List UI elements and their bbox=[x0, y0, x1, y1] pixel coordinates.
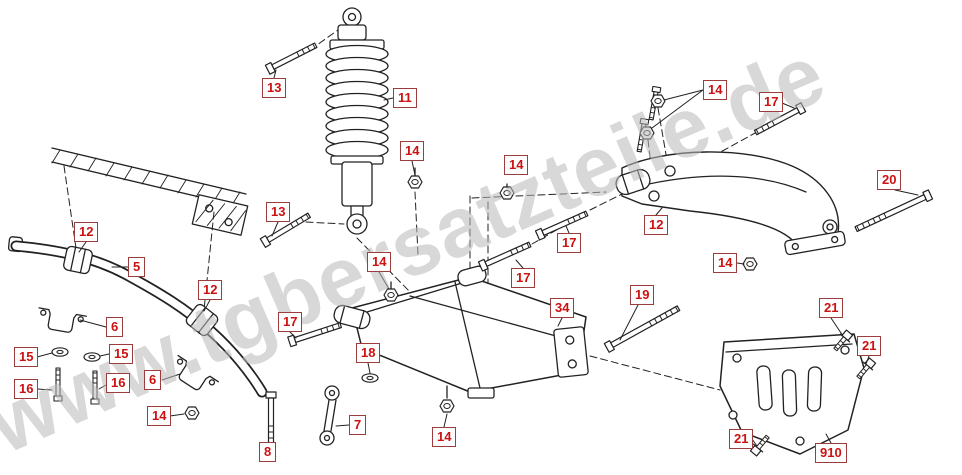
bolt-19 bbox=[603, 303, 682, 353]
part-label-1[interactable]: 11 bbox=[393, 88, 417, 108]
coil-spring bbox=[325, 44, 389, 160]
part-label-9[interactable]: 12 bbox=[644, 215, 669, 235]
part-label-33[interactable]: 910 bbox=[815, 443, 847, 463]
part-label-20[interactable]: 17 bbox=[278, 312, 303, 332]
part-label-10[interactable]: 17 bbox=[557, 233, 582, 253]
bolt-16 bbox=[53, 367, 63, 402]
part-label-5[interactable]: 14 bbox=[504, 155, 529, 175]
nut-14 bbox=[499, 186, 515, 200]
washer-15 bbox=[83, 352, 101, 362]
part-label-27[interactable]: 6 bbox=[144, 370, 162, 390]
upper-control-arm bbox=[615, 151, 846, 256]
shock-absorber bbox=[325, 7, 389, 235]
washer-15 bbox=[51, 347, 69, 357]
bolt-8 bbox=[265, 391, 277, 447]
nut-14 bbox=[742, 257, 758, 271]
link-rod bbox=[319, 385, 340, 446]
part-label-13[interactable]: 14 bbox=[367, 252, 392, 272]
part-label-11[interactable]: 14 bbox=[713, 253, 738, 273]
part-label-17[interactable]: 19 bbox=[630, 285, 655, 305]
bolt-16 bbox=[90, 370, 100, 405]
part-label-2[interactable]: 14 bbox=[703, 80, 728, 100]
clamp-bracket bbox=[176, 354, 219, 391]
part-label-15[interactable]: 12 bbox=[198, 280, 223, 300]
part-label-22[interactable]: 15 bbox=[109, 344, 134, 364]
bushing bbox=[185, 303, 219, 337]
part-label-16[interactable]: 34 bbox=[550, 298, 575, 318]
part-label-30[interactable]: 8 bbox=[259, 442, 277, 462]
part-label-12[interactable]: 5 bbox=[128, 257, 146, 277]
part-label-24[interactable]: 21 bbox=[857, 336, 882, 356]
bushing bbox=[63, 245, 93, 275]
part-label-21[interactable]: 15 bbox=[14, 347, 39, 367]
bolt-17-lower-mid bbox=[477, 239, 533, 272]
part-label-23[interactable]: 18 bbox=[356, 343, 381, 363]
part-label-14[interactable]: 17 bbox=[511, 268, 536, 288]
part-label-19[interactable]: 21 bbox=[819, 298, 844, 318]
part-label-6[interactable]: 20 bbox=[877, 170, 902, 190]
part-label-28[interactable]: 7 bbox=[349, 415, 367, 435]
part-label-3[interactable]: 17 bbox=[759, 92, 784, 112]
washer-18 bbox=[361, 373, 379, 383]
frame-section bbox=[51, 147, 249, 236]
nut-14 bbox=[639, 126, 655, 140]
clamp-bracket bbox=[38, 307, 87, 333]
part-label-26[interactable]: 16 bbox=[106, 373, 131, 393]
part-label-18[interactable]: 6 bbox=[106, 317, 124, 337]
part-label-0[interactable]: 13 bbox=[262, 78, 287, 98]
leader-lines bbox=[36, 69, 919, 447]
part-label-32[interactable]: 21 bbox=[729, 429, 754, 449]
part-label-29[interactable]: 14 bbox=[147, 406, 172, 426]
bolt-13-upper bbox=[264, 40, 319, 75]
nut-14 bbox=[184, 406, 200, 420]
part-label-7[interactable]: 13 bbox=[266, 202, 291, 222]
nut-14 bbox=[650, 94, 666, 108]
nut-14 bbox=[407, 175, 423, 189]
skid-plate bbox=[719, 333, 865, 455]
nut-14 bbox=[439, 399, 455, 413]
part-label-31[interactable]: 14 bbox=[432, 427, 457, 447]
part-label-4[interactable]: 14 bbox=[400, 141, 425, 161]
part-label-8[interactable]: 12 bbox=[74, 222, 99, 242]
part-label-25[interactable]: 16 bbox=[14, 379, 39, 399]
bolt-20 bbox=[853, 189, 934, 235]
nut-14 bbox=[383, 288, 399, 302]
stabilizer-bar bbox=[7, 236, 268, 398]
